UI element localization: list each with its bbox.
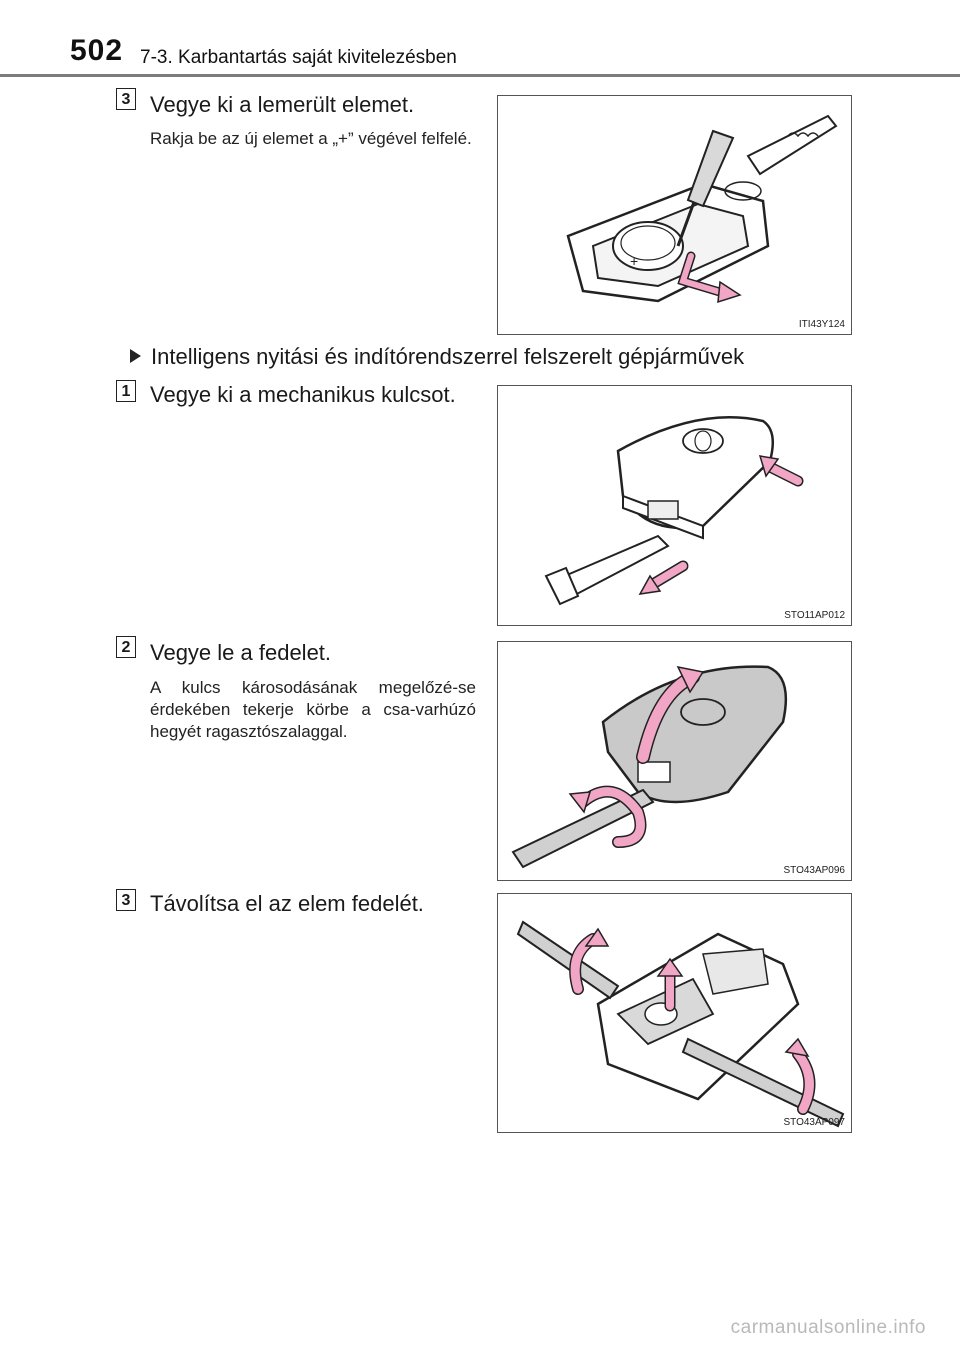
figure-remove-mechanical-key: STO11AP012: [497, 385, 852, 626]
step-title: Vegye ki a mechanikus kulcsot.: [150, 382, 456, 407]
subsection-heading: Intelligens nyitási és indítórendszerrel…: [130, 344, 744, 370]
step-note: A kulcs károsodásának megelőzé-se érdeké…: [150, 678, 476, 741]
page-number: 502: [70, 34, 124, 67]
figure-remove-battery-cover: STO43AP097: [497, 893, 852, 1133]
step-title: Távolítsa el az elem fedelét.: [150, 891, 424, 916]
step-note: Rakja be az új elemet a „+” végével felf…: [150, 129, 472, 148]
battery-removal-illustration: +: [566, 114, 838, 304]
figure-remove-battery: + ITI43Y124: [497, 95, 852, 335]
mechanical-key-illustration: [544, 416, 804, 606]
step-number-badge: 1: [116, 380, 136, 402]
figure-code: ITI43Y124: [798, 319, 845, 330]
figure-code: STO43AP097: [783, 1117, 845, 1128]
step-number-badge: 3: [116, 88, 136, 110]
step-number-badge: 3: [116, 889, 136, 911]
step-title: Vegye ki a lemerült elemet.: [150, 92, 415, 117]
cover-removal-illustration: [511, 665, 788, 869]
header-rule: [0, 74, 960, 77]
figure-code: STO11AP012: [784, 610, 845, 621]
battery-cover-illustration: [516, 920, 845, 1128]
svg-text:+: +: [630, 253, 638, 269]
figure-code: STO43AP096: [783, 865, 845, 876]
triangle-bullet-icon: [130, 349, 141, 363]
section-title: 7-3. Karbantartás saját kivitelezésben: [140, 47, 457, 68]
step-number-badge: 2: [116, 636, 136, 658]
figure-remove-cover: STO43AP096: [497, 641, 852, 881]
page-header: 502 7-3. Karbantartás saját kivitelezésb…: [0, 0, 960, 80]
subsection-text: Intelligens nyitási és indítórendszerrel…: [151, 344, 745, 369]
footer-watermark: carmanualsonline.info: [730, 1317, 926, 1338]
step-title: Vegye le a fedelet.: [150, 640, 332, 665]
